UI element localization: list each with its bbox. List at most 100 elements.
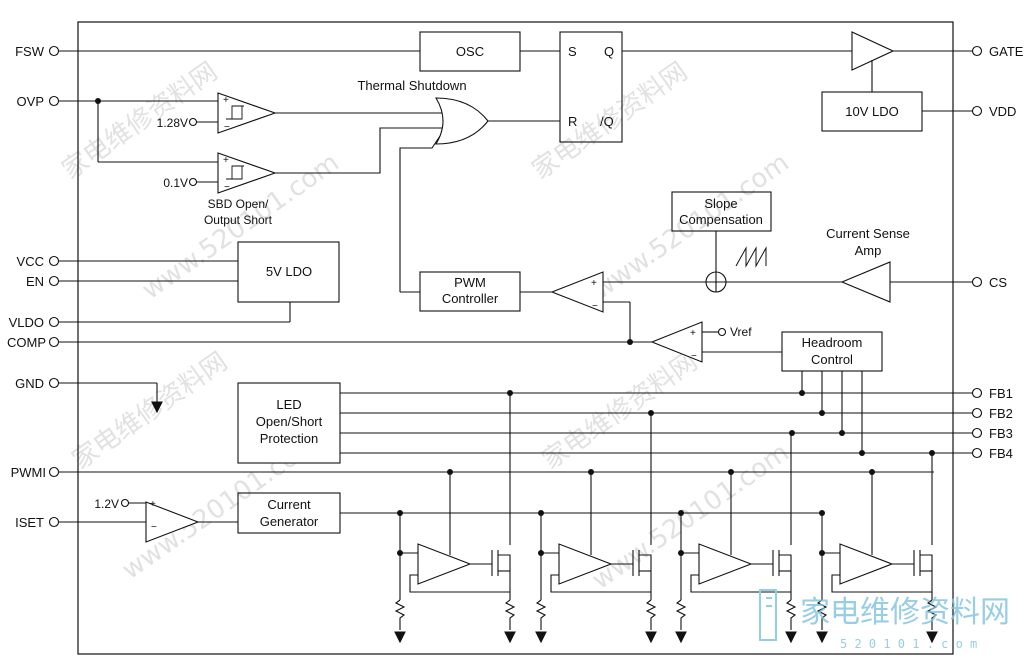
- pin-iset: [48, 516, 146, 528]
- label-en: EN: [26, 274, 44, 289]
- ldo10-label: 10V LDO: [845, 104, 898, 119]
- channel-2-sense-resistor: [645, 599, 657, 630]
- csa-label-1: Current Sense: [826, 226, 910, 241]
- curgen-label-2: Generator: [260, 514, 319, 529]
- pin-vcc: [48, 255, 238, 267]
- block-labels: OSC S Q R /Q 10V LDO 5V LDO PWM Controll…: [256, 44, 899, 529]
- channel-4-opamp: [839, 543, 894, 585]
- pin-fb4: [340, 447, 983, 459]
- sbd-label-1: SBD Open/: [208, 197, 269, 211]
- svg-text:−: −: [592, 301, 598, 312]
- ldo10-block: [821, 91, 923, 132]
- label-fb4: FB4: [989, 446, 1013, 461]
- label-gnd: GND: [15, 376, 44, 391]
- iset-ref-label: 1.2V: [94, 497, 119, 511]
- pin-ovp: [48, 95, 218, 163]
- latch-q-label: Q: [604, 44, 614, 59]
- slope-compensation-block: [671, 191, 772, 232]
- label-gate: GATE: [989, 44, 1024, 59]
- pwm-label-1: PWM: [454, 275, 486, 290]
- sbd-ref-label: 0.1V: [163, 176, 188, 190]
- svg-text:+: +: [690, 328, 696, 339]
- site-logo: 家电维修资料网 5 2 0 1 0 1 . c o m: [759, 589, 1010, 651]
- label-vdd: VDD: [989, 104, 1016, 119]
- svg-text:−: −: [224, 182, 230, 193]
- channel-4-ref-resistor: [816, 599, 828, 630]
- headroom-label-2: Control: [811, 352, 853, 367]
- slope-label-2: Compensation: [679, 212, 763, 227]
- svg-text:−: −: [691, 351, 697, 362]
- sbd-comparator: [217, 152, 277, 194]
- label-cs: CS: [989, 275, 1007, 290]
- error-amplifier: [650, 321, 703, 363]
- ldo5-block: [237, 241, 340, 303]
- latch-qn-label: /Q: [600, 114, 614, 129]
- watermark-cn-3: 家电维修资料网: [67, 347, 233, 476]
- pin-gate: [893, 45, 983, 57]
- label-vldo: VLDO: [9, 315, 44, 330]
- latch-r-label: R: [568, 114, 577, 129]
- led-label-2: Open/Short: [256, 414, 323, 429]
- label-fb2: FB2: [989, 406, 1013, 421]
- led-label-1: LED: [276, 397, 301, 412]
- ovp-ref-label: 1.28V: [157, 116, 188, 130]
- channel-2-ref-resistor: [535, 599, 547, 630]
- logo-cn: 家电维修资料网: [800, 595, 1010, 630]
- junction-dots: [95, 98, 935, 456]
- label-fb1: FB1: [989, 386, 1013, 401]
- label-fsw: FSW: [15, 44, 45, 59]
- label-pwmi: PWMI: [11, 465, 46, 480]
- channel-4-sense-resistor: [926, 599, 938, 630]
- svg-text:+: +: [150, 499, 156, 510]
- left-pin-labels: FSW OVP VCC EN VLDO COMP GND PWMI ISET: [7, 44, 46, 530]
- pin-vldo: [48, 302, 291, 328]
- pin-cs: [890, 276, 983, 288]
- led-label-3: Protection: [260, 431, 319, 446]
- channel-2-opamp: [558, 543, 613, 585]
- pin-fsw: [48, 45, 420, 57]
- watermark-site-4: www.520101.com: [587, 438, 795, 596]
- slope-label-1: Slope: [704, 196, 737, 211]
- pin-fb3: [340, 427, 983, 439]
- pwm-comparator: [550, 271, 604, 313]
- chip-boundary: [77, 21, 954, 655]
- sr-latch: [559, 31, 623, 143]
- sbd-label-2: Output Short: [204, 213, 273, 227]
- svg-text:−: −: [224, 122, 230, 133]
- latch-s-label: S: [568, 44, 577, 59]
- channel-3-opamp: [698, 543, 753, 585]
- headroom-control-block: [781, 331, 883, 372]
- led-protection-block: [237, 382, 341, 464]
- svg-text:+: +: [223, 95, 229, 106]
- watermark-cn-1: 家电维修资料网: [57, 57, 223, 186]
- iset-amplifier: [145, 501, 200, 543]
- pin-gnd: [48, 377, 163, 414]
- pin-en: [48, 275, 238, 287]
- csa-label-2: Amp: [855, 243, 882, 258]
- ldo5-label: 5V LDO: [266, 264, 312, 279]
- channel-1-ref-resistor: [394, 599, 406, 630]
- channel-1-sense-resistor: [504, 599, 516, 630]
- pin-pwmi: [48, 466, 934, 478]
- svg-text:+: +: [591, 278, 597, 289]
- headroom-label-1: Headroom: [802, 335, 863, 350]
- pin-vdd: [922, 105, 983, 117]
- label-fb3: FB3: [989, 426, 1013, 441]
- svg-text:−: −: [151, 522, 157, 533]
- pin-fb1: [340, 387, 983, 399]
- pwm-label-2: Controller: [442, 291, 499, 306]
- svg-text:+: +: [223, 155, 229, 166]
- label-comp: COMP: [7, 335, 46, 350]
- label-ovp: OVP: [17, 94, 44, 109]
- channel-3-sense-resistor: [785, 599, 797, 630]
- polarity-marks: + − + − + − + − + −: [150, 95, 697, 533]
- label-iset: ISET: [15, 515, 44, 530]
- curgen-label-1: Current: [267, 497, 311, 512]
- thermal-shutdown-label: Thermal Shutdown: [357, 78, 466, 93]
- current-sense-amp: [840, 261, 891, 303]
- watermark-cn-4: 家电维修资料网: [537, 347, 703, 476]
- pin-comp: [48, 336, 652, 348]
- label-vcc: VCC: [17, 254, 44, 269]
- osc-label: OSC: [456, 44, 484, 59]
